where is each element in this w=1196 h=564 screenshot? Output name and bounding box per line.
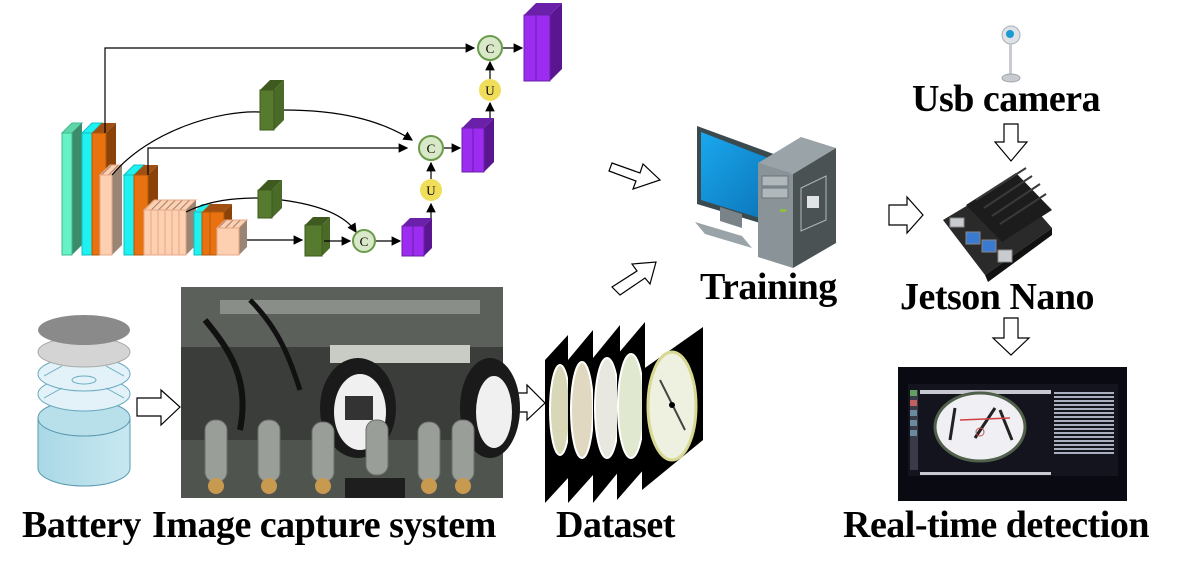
label-jetson-nano: Jetson Nano bbox=[900, 276, 1095, 318]
attention-block-mid bbox=[257, 180, 282, 219]
label-battery: Battery bbox=[22, 504, 141, 546]
battery-illustration bbox=[37, 315, 131, 487]
upsample-node-2: U bbox=[479, 79, 501, 101]
concat-node-3: C bbox=[477, 35, 503, 61]
arrow-dataset-to-training bbox=[611, 261, 657, 296]
concat-node-2: C bbox=[418, 135, 444, 161]
label-training: Training bbox=[700, 266, 837, 308]
upsample-node-1: U bbox=[420, 179, 442, 201]
svg-text:U: U bbox=[485, 83, 495, 98]
jetson-nano-board-icon bbox=[943, 167, 1052, 282]
svg-text:U: U bbox=[426, 183, 436, 198]
usb-camera-icon bbox=[1001, 25, 1021, 83]
encoder-block-1 bbox=[60, 122, 124, 256]
capture-system-photo bbox=[181, 287, 520, 498]
label-dataset: Dataset bbox=[556, 504, 675, 546]
concat-node-1: C bbox=[352, 229, 376, 253]
decoder-block-2 bbox=[461, 118, 494, 173]
label-usb-camera: Usb camera bbox=[912, 78, 1101, 120]
attention-block-low bbox=[304, 217, 330, 257]
arrow-training-to-jetson bbox=[888, 195, 924, 235]
realtime-detection-screen bbox=[898, 367, 1127, 501]
attention-block-top bbox=[259, 80, 284, 131]
encoder-block-3 bbox=[193, 204, 249, 256]
training-computer-icon bbox=[695, 126, 836, 268]
arrow-jetson-to-detection bbox=[991, 317, 1031, 356]
arrow-battery-to-capture bbox=[136, 388, 181, 427]
svg-text:C: C bbox=[486, 41, 495, 56]
network-architecture: C U C U bbox=[60, 3, 562, 257]
arrow-camera-to-jetson bbox=[993, 123, 1029, 162]
decoder-block-3 bbox=[523, 3, 562, 82]
svg-text:C: C bbox=[427, 141, 436, 156]
label-image-capture-system: Image capture system bbox=[152, 504, 496, 546]
svg-text:C: C bbox=[360, 234, 369, 249]
label-real-time-detection: Real-time detection bbox=[843, 504, 1150, 546]
decoder-block-1 bbox=[401, 218, 432, 257]
dataset-image-stack bbox=[545, 322, 703, 503]
encoder-block-2 bbox=[122, 164, 198, 256]
arrow-network-to-training bbox=[608, 162, 662, 190]
